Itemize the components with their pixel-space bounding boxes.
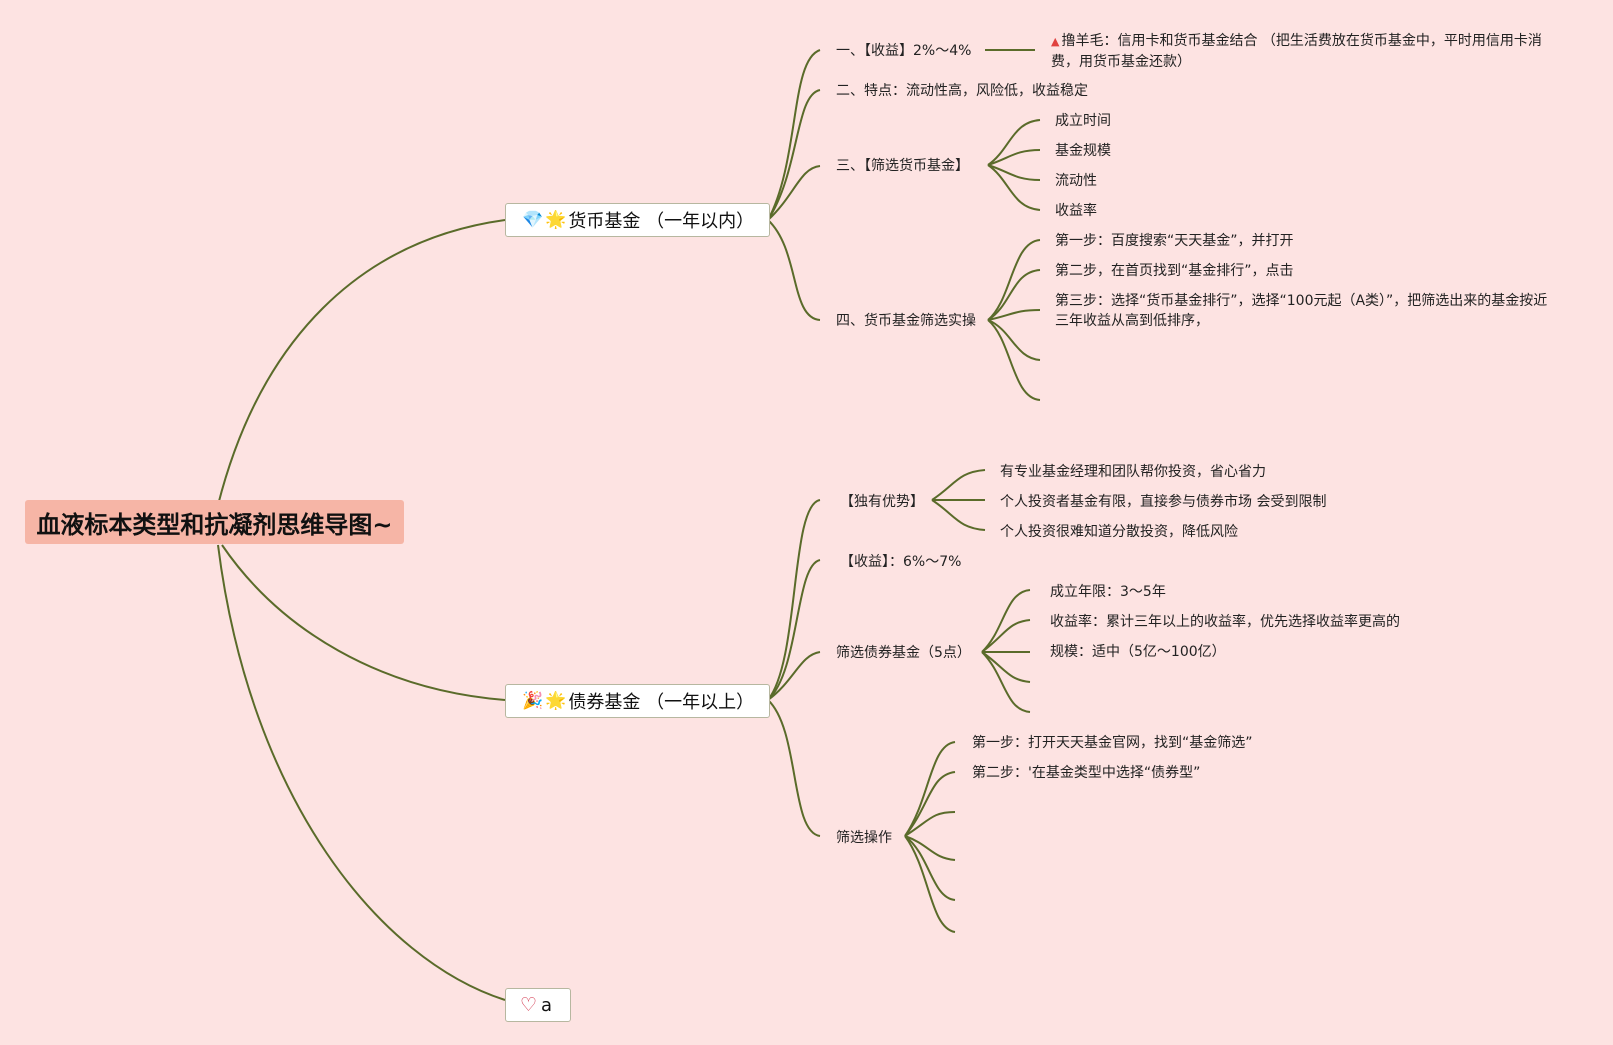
- link-bond-advantage: [767, 499, 821, 701]
- bond-operate-step[interactable]: 第二步：'在基金类型中选择“债券型”: [972, 765, 1201, 781]
- money-practice-step[interactable]: 第三步：选择“货币基金排行”，选择“100元起（A类）”，把筛选出来的基金按近三…: [1055, 293, 1548, 329]
- bond-select-item[interactable]: 收益率：累计三年以上的收益率，优先选择收益率更高的: [1050, 614, 1400, 630]
- money-features[interactable]: 二、特点：流动性高，风险低，收益稳定: [836, 83, 1088, 99]
- branch-money-fund-label: 货币基金 （一年以内）: [568, 211, 755, 232]
- bond-advantage-item[interactable]: 个人投资很难知道分散投资，降低风险: [1000, 524, 1238, 540]
- link-bond-operate: [767, 699, 821, 837]
- bond-operate-title[interactable]: 筛选操作: [836, 830, 892, 846]
- money-practice-step[interactable]: 第一步：百度搜索“天天基金”，并打开: [1055, 233, 1294, 249]
- link-root-money: [217, 219, 506, 506]
- party-popper-icon: 🎉: [522, 691, 544, 711]
- bond-advantage-item[interactable]: 有专业基金经理和团队帮你投资，省心省力: [1000, 464, 1266, 480]
- heart-icon: ♡: [520, 994, 538, 1016]
- bond-yield[interactable]: 【收益】：6%～7%: [840, 554, 962, 570]
- star-icon: 🌟: [545, 210, 567, 230]
- link-bond-yield: [767, 559, 821, 701]
- money-practice-step[interactable]: 第二步，在首页找到“基金排行”，点击: [1055, 263, 1294, 279]
- bond-operate-step[interactable]: 第一步：打开天天基金官网，找到“基金筛选”: [972, 735, 1253, 751]
- money-select-item[interactable]: 流动性: [1055, 173, 1097, 189]
- root-topic[interactable]: 血液标本类型和抗凝剂思维导图~: [25, 500, 404, 544]
- money-select-title[interactable]: 三、【筛选货币基金】: [836, 158, 969, 174]
- link-money-yield: [767, 49, 821, 221]
- diamond-icon: 💎: [522, 210, 544, 230]
- money-select-item[interactable]: 收益率: [1055, 203, 1097, 219]
- money-tip-text: 撸羊毛：信用卡和货币基金结合 （把生活费放在货币基金中，平时用信用卡消费，用货币…: [1051, 33, 1542, 70]
- branch-bond-fund[interactable]: 🎉 🌟 债券基金 （一年以上）: [505, 684, 770, 718]
- link-root-bond: [221, 544, 506, 701]
- link-money-practice: [767, 219, 821, 321]
- branch-money-fund[interactable]: 💎 🌟 货币基金 （一年以内）: [505, 203, 770, 237]
- branch-bond-fund-label: 债券基金 （一年以上）: [568, 692, 755, 713]
- money-tip[interactable]: ▲撸羊毛：信用卡和货币基金结合 （把生活费放在货币基金中，平时用信用卡消费，用货…: [1051, 31, 1551, 72]
- bond-advantage-item[interactable]: 个人投资者基金有限，直接参与债券市场 会受到限制: [1000, 494, 1327, 510]
- bond-select-item[interactable]: 成立年限：3～5年: [1050, 584, 1166, 600]
- bond-advantage-title[interactable]: 【独有优势】: [840, 494, 924, 510]
- money-select-item[interactable]: 基金规模: [1055, 143, 1111, 159]
- link-money-features: [767, 89, 821, 221]
- branch-third-label: a: [541, 994, 553, 1016]
- bond-select-item[interactable]: 规模：适中（5亿～100亿）: [1050, 644, 1226, 660]
- link-bond-select: [767, 651, 821, 701]
- money-yield[interactable]: 一、【收益】2%～4%: [836, 43, 972, 59]
- star-icon: 🌟: [545, 691, 567, 711]
- link-money-select: [767, 165, 821, 221]
- bond-select-title[interactable]: 筛选债券基金（5点）: [836, 645, 971, 661]
- warning-icon: ▲: [1051, 35, 1060, 48]
- root-title: 血液标本类型和抗凝剂思维导图~: [36, 510, 393, 539]
- money-select-item[interactable]: 成立时间: [1055, 113, 1111, 129]
- money-practice-title[interactable]: 四、货币基金筛选实操: [836, 313, 976, 329]
- link-root-third: [217, 544, 506, 1001]
- branch-third[interactable]: ♡ a: [505, 988, 571, 1022]
